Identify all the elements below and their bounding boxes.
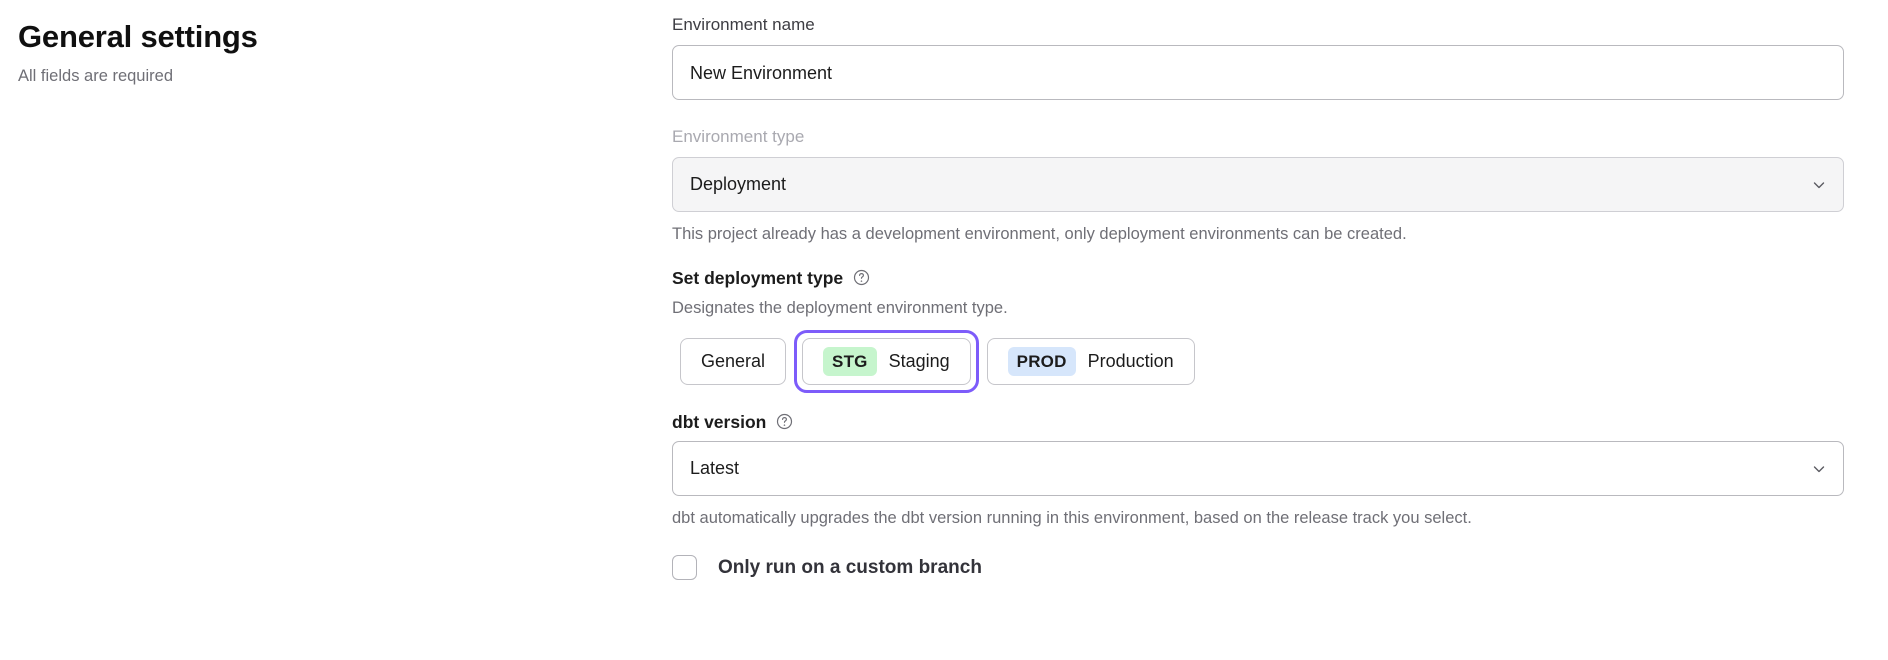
staging-badge: STG xyxy=(823,347,877,377)
dbt-version-select[interactable]: Latest xyxy=(672,441,1844,497)
deployment-type-description: Designates the deployment environment ty… xyxy=(672,299,1008,318)
custom-branch-checkbox[interactable] xyxy=(672,555,697,581)
help-circle-icon[interactable] xyxy=(776,413,793,430)
help-circle-icon[interactable] xyxy=(853,269,870,286)
deployment-type-option-general-label: General xyxy=(701,351,766,372)
deployment-type-option-production-wrap: PROD Production xyxy=(979,330,1203,393)
dbt-version-value: Latest xyxy=(690,458,740,479)
chevron-down-icon xyxy=(1811,177,1827,193)
environment-type-select[interactable]: Deployment xyxy=(672,157,1844,213)
deployment-type-option-general-wrap: General xyxy=(672,330,794,393)
environment-type-value: Deployment xyxy=(690,174,787,195)
environment-type-label: Environment type xyxy=(672,127,805,147)
environment-type-field: Environment type Deployment This project… xyxy=(672,126,1844,245)
settings-form: Environment name New Environment Environ… xyxy=(672,14,1844,581)
deployment-type-field: Set deployment type Designates the deplo… xyxy=(672,267,1844,394)
deployment-type-option-general[interactable]: General xyxy=(680,338,787,386)
deployment-type-option-staging-label: Staging xyxy=(888,351,950,372)
page-title: General settings xyxy=(18,19,258,54)
deployment-type-option-production[interactable]: PROD Production xyxy=(986,338,1195,386)
deployment-type-option-staging[interactable]: STG Staging xyxy=(802,338,971,386)
chevron-down-icon xyxy=(1811,461,1827,477)
deployment-type-option-production-label: Production xyxy=(1087,351,1174,372)
deployment-type-label-row: Set deployment type xyxy=(672,267,1844,290)
deployment-type-button-group: General STG Staging PROD Production xyxy=(672,330,1844,394)
custom-branch-row: Only run on a custom branch xyxy=(672,555,1844,581)
environment-type-helper-text: This project already has a development e… xyxy=(672,225,1407,244)
environment-name-input[interactable]: New Environment xyxy=(672,45,1844,101)
environment-name-field: Environment name New Environment xyxy=(672,14,1844,101)
dbt-version-helper-text: dbt automatically upgrades the dbt versi… xyxy=(672,509,1472,528)
dbt-version-label: dbt version xyxy=(672,412,767,433)
page-subtitle: All fields are required xyxy=(18,66,173,85)
deployment-type-option-staging-wrap: STG Staging xyxy=(794,330,979,394)
production-badge: PROD xyxy=(1007,347,1076,377)
environment-name-label: Environment name xyxy=(672,15,815,34)
dbt-version-field: dbt version Latest dbt automatica xyxy=(672,411,1844,529)
custom-branch-label[interactable]: Only run on a custom branch xyxy=(718,557,982,579)
deployment-type-label: Set deployment type xyxy=(672,268,844,289)
dbt-version-label-row: dbt version xyxy=(672,411,1844,434)
page-header: General settings All fields are required xyxy=(18,18,618,87)
